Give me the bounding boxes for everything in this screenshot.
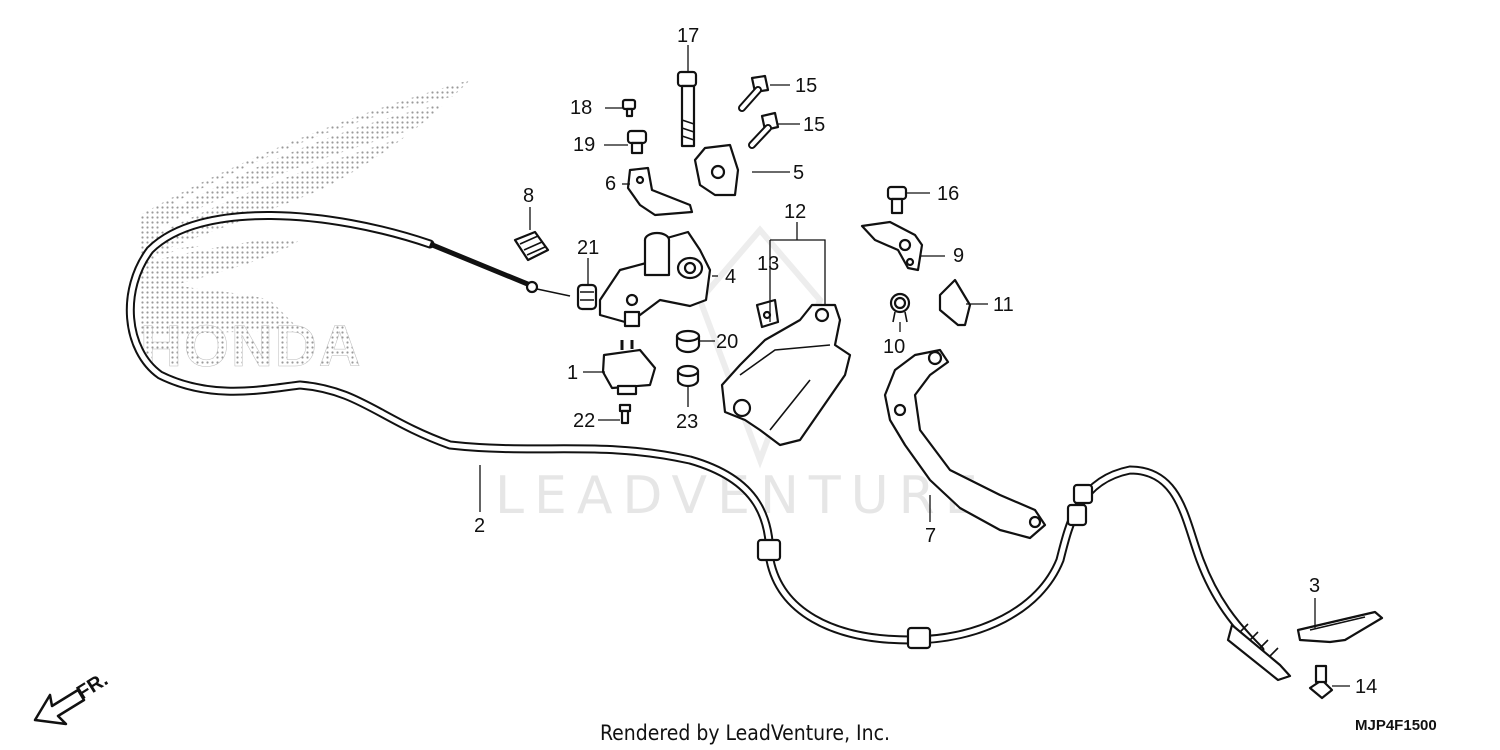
honda-logo-text: HONDA bbox=[140, 314, 363, 379]
callout-9: 9 bbox=[953, 245, 964, 267]
pad-part-11 bbox=[938, 278, 972, 327]
plate-part-6 bbox=[626, 166, 694, 217]
adjuster-part-8 bbox=[513, 230, 550, 262]
bolt-part-14 bbox=[1308, 664, 1334, 700]
leader-lines bbox=[479, 45, 1350, 687]
stay-part-3 bbox=[1296, 610, 1384, 644]
honda-wing-logo: HONDA bbox=[140, 80, 476, 379]
callout-13: 13 bbox=[757, 253, 779, 275]
spring-part-10 bbox=[889, 292, 911, 323]
clamp-holder-part-5 bbox=[693, 143, 740, 197]
callout-18: 18 bbox=[570, 97, 592, 119]
bolt-part-17 bbox=[676, 70, 698, 148]
callout-21: 21 bbox=[577, 237, 599, 259]
callout-10: 10 bbox=[883, 336, 905, 358]
callout-3: 3 bbox=[1309, 575, 1320, 597]
lever-bracket-part-4 bbox=[598, 230, 712, 328]
callout-7: 7 bbox=[925, 525, 936, 547]
callout-8: 8 bbox=[523, 185, 534, 207]
screw-part-18 bbox=[621, 98, 637, 118]
callout-19: 19 bbox=[573, 134, 595, 156]
callout-11: 11 bbox=[993, 294, 1014, 316]
callout-20: 20 bbox=[716, 331, 738, 353]
callout-6: 6 bbox=[605, 173, 616, 195]
callout-15a: 15 bbox=[795, 75, 817, 97]
callout-4: 4 bbox=[725, 266, 736, 288]
collar-part-23 bbox=[676, 364, 700, 388]
callout-labels: 17 18 19 6 8 21 4 5 15 15 16 12 13 9 11 … bbox=[474, 25, 1377, 698]
screw-part-22 bbox=[618, 403, 632, 425]
rubber-part-13 bbox=[755, 298, 780, 329]
diagram-code: MJP4F1500 bbox=[1355, 717, 1437, 734]
callout-17: 17 bbox=[677, 25, 699, 47]
callout-5: 5 bbox=[793, 162, 804, 184]
screw-part-15a bbox=[738, 74, 770, 112]
leadventure-watermark: LEADVENTURE bbox=[495, 466, 988, 526]
callout-16: 16 bbox=[937, 183, 959, 205]
callout-23: 23 bbox=[676, 411, 698, 433]
collar-part-20 bbox=[675, 329, 701, 354]
callout-12: 12 bbox=[784, 201, 806, 223]
bracket-part-12 bbox=[720, 303, 852, 447]
bolt-part-16 bbox=[886, 185, 908, 215]
callout-2: 2 bbox=[474, 515, 485, 537]
bolt-part-19 bbox=[626, 129, 648, 155]
callout-22: 22 bbox=[573, 410, 595, 432]
nut-part-21 bbox=[576, 283, 598, 311]
callout-14: 14 bbox=[1355, 676, 1377, 698]
screw-part-15b bbox=[748, 111, 780, 149]
switch-part-1 bbox=[601, 340, 657, 396]
plate-part-9 bbox=[860, 220, 924, 272]
rendered-by-footer: Rendered by LeadVenture, Inc. bbox=[600, 721, 890, 745]
cable-part-2 bbox=[125, 211, 1292, 682]
front-direction-arrow: FR. bbox=[33, 669, 112, 726]
lever-part-7 bbox=[883, 348, 1047, 540]
callout-15b: 15 bbox=[803, 114, 825, 136]
callout-1: 1 bbox=[567, 362, 578, 384]
